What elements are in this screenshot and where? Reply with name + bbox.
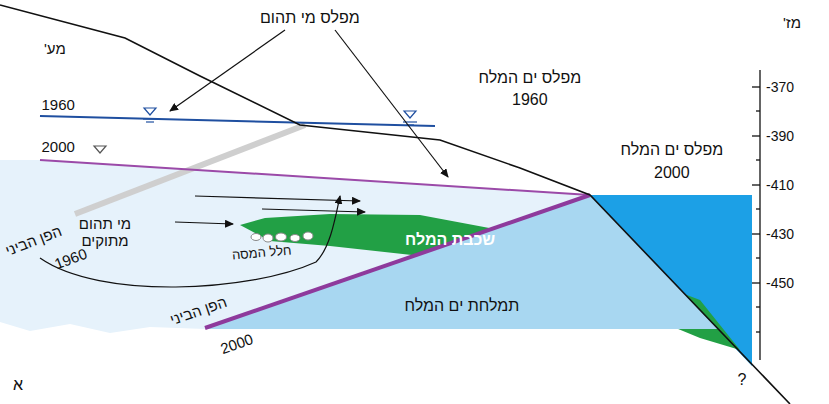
callout-label: מפלס מי תהום (260, 9, 360, 27)
depth-value: -430 (766, 226, 794, 242)
year-label: 1960 (512, 91, 548, 109)
brine-region: תמלחת ים המלח (205, 195, 720, 331)
direction-label: מז' (783, 14, 801, 31)
depth-value: -390 (766, 128, 794, 144)
year-label: 1960 (42, 96, 75, 113)
unknown-mark: ? (738, 371, 747, 389)
depth-value: -370 (766, 79, 794, 95)
depth-value: -450 (766, 275, 794, 291)
flow-arrow (40, 196, 340, 287)
panel-letter: א (13, 376, 23, 394)
sinkhole-cavity (251, 232, 313, 242)
leader-line (335, 30, 448, 177)
interface-2000 (205, 195, 590, 328)
depth-axis (752, 70, 760, 360)
level-line-1960 (40, 116, 435, 126)
ground-surface (0, 5, 790, 404)
region-label: שכבת המלח (405, 231, 495, 249)
water-label: מי תהום מתוקים (68, 215, 142, 250)
region-label: תמלחת ים המלח (405, 297, 520, 315)
flow-arrow (175, 222, 233, 224)
level-label: מפלס ים המלח (621, 141, 724, 159)
year-label: 2000 (218, 330, 255, 357)
water-symbol (143, 108, 417, 125)
level-line-2000 (40, 160, 590, 195)
year-label: 2000 (42, 138, 75, 155)
leader-line (170, 30, 285, 111)
region-fill (205, 195, 718, 329)
depth-value: -410 (766, 177, 794, 193)
water-symbol (94, 146, 106, 153)
level-label: מפלס ים המלח (479, 69, 582, 87)
flow-arrow (195, 196, 360, 201)
year-label: 2000 (654, 164, 690, 182)
direction-label: מע' (44, 40, 66, 57)
flow-arrow (262, 209, 365, 212)
